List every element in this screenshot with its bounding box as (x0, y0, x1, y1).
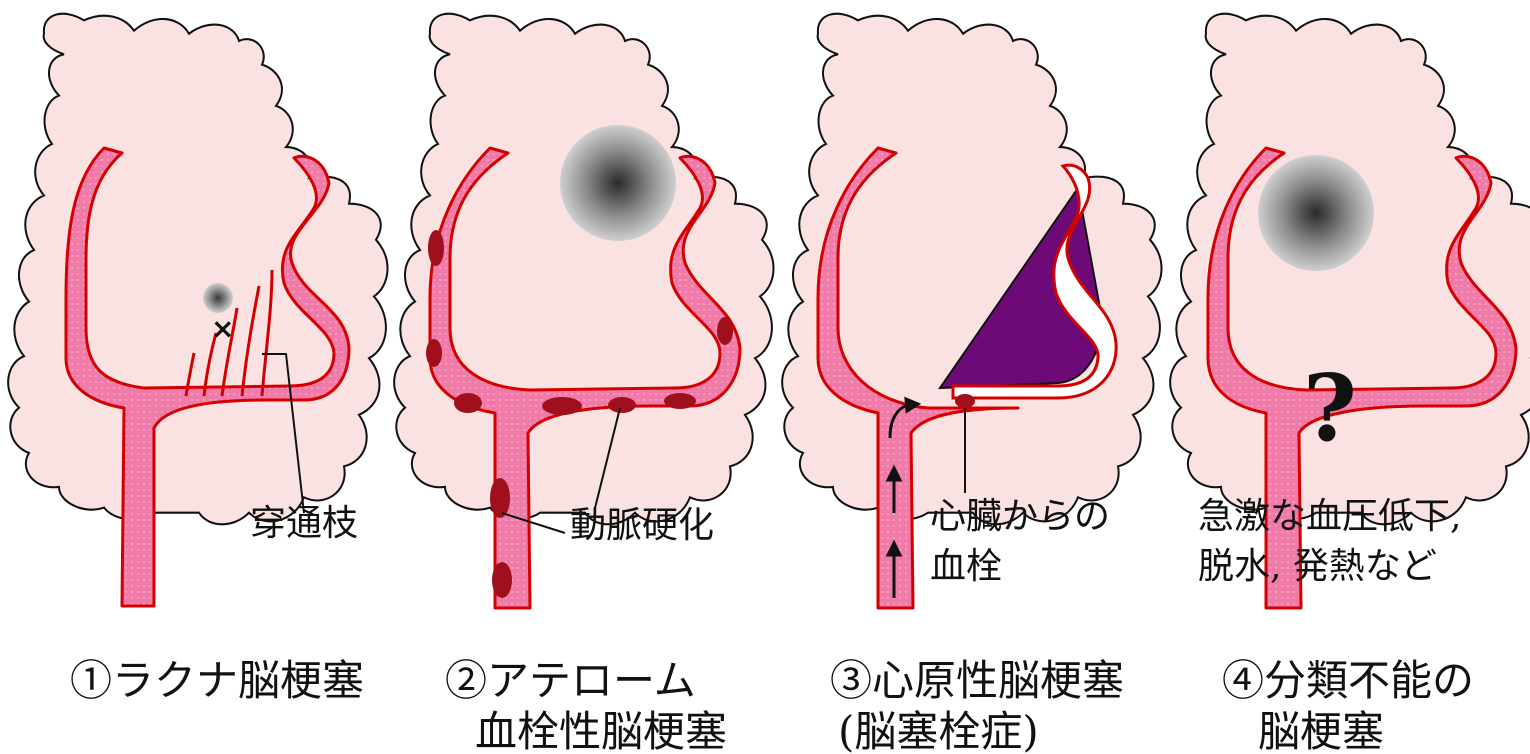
annotation-perforating-branch: 穿通枝 (250, 503, 358, 544)
annotation-causes-line2: 脱水, 発熱など (1198, 546, 1437, 587)
caption-atherothrombotic-line1: ②アテローム (445, 656, 696, 705)
embolus-clot (955, 394, 975, 408)
small-lesion (203, 283, 233, 313)
large-lesion (1258, 155, 1374, 271)
occlusion-mark: × (211, 312, 234, 345)
large-lesion (560, 125, 676, 241)
brain-outline (8, 14, 387, 525)
annotation-cardiac-thrombus-line1: 心臓からの (930, 496, 1110, 537)
caption-lacunar: ①ラクナ脳梗塞 (70, 656, 364, 705)
caption-unclassified-line1: ④分類不能の (1222, 656, 1474, 705)
caption-cardioembolic-line2: (脳塞栓症) (838, 707, 1039, 754)
annotation-atherosclerosis: 動脈硬化 (570, 505, 714, 546)
question-mark: ? (1303, 354, 1357, 462)
annotation-causes-line1: 急激な血圧低下, (1198, 496, 1461, 537)
caption-atherothrombotic-line2: 血栓性脳梗塞 (475, 707, 727, 754)
caption-cardioembolic-line1: ③心原性脳梗塞 (830, 656, 1124, 705)
caption-unclassified-line2: 脳梗塞 (1258, 707, 1384, 754)
annotation-cardiac-thrombus-line2: 血栓 (930, 546, 1002, 587)
